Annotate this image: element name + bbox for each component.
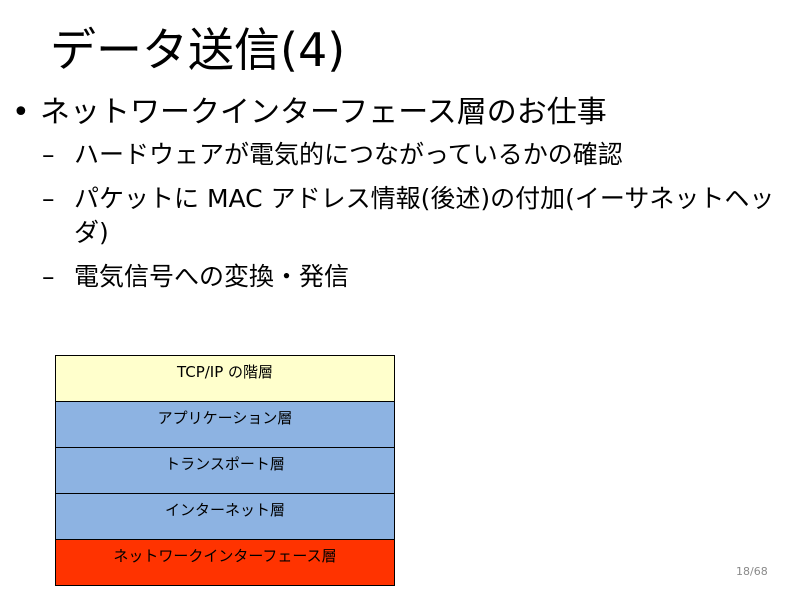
table-row: インターネット層 (55, 493, 395, 540)
layer-cell-network-interface: ネットワークインターフェース層 (55, 539, 395, 586)
layer-cell-transport: トランスポート層 (55, 447, 395, 494)
page-separator: / (750, 565, 754, 578)
tcpip-layer-table: TCP/IP の階層 アプリケーション層 トランスポート層 インターネット層 ネ… (55, 355, 395, 586)
page-number: 18/68 (736, 565, 768, 578)
layer-label: アプリケーション層 (157, 409, 293, 427)
dash-marker: – (42, 262, 55, 291)
table-row: アプリケーション層 (55, 401, 395, 448)
main-bullet: • ネットワークインターフェース層のお仕事 (12, 92, 607, 134)
table-header-text: TCP/IP の階層 (176, 363, 274, 381)
sub-bullet-text: ハードウェアが電気的につながっているかの確認 (74, 140, 623, 169)
table-header-row: TCP/IP の階層 (55, 355, 395, 402)
layer-label: インターネット層 (164, 501, 285, 519)
layer-label: トランスポート層 (165, 455, 285, 473)
layer-cell-application: アプリケーション層 (55, 401, 395, 448)
sub-bullet-text: 電気信号への変換・発信 (74, 262, 350, 291)
layer-label: ネットワークインターフェース層 (113, 547, 337, 565)
slide-title: データ送信(4) (50, 23, 346, 77)
dash-marker: – (42, 184, 55, 213)
dash-marker: – (42, 140, 55, 169)
sub-bullet-item: – ハードウェアが電気的につながっているかの確認 (42, 138, 792, 172)
table-row: ネットワークインターフェース層 (55, 539, 395, 586)
table-header-cell: TCP/IP の階層 (55, 355, 395, 402)
sub-bullet-item: – 電気信号への変換・発信 (42, 260, 792, 294)
page-current: 18 (736, 565, 750, 578)
sub-bullet-item: – パケットに MAC アドレス情報(後述)の付加(イーサネットヘッダ) (42, 182, 792, 250)
page-total: 68 (753, 565, 768, 578)
bullet-dot: • (12, 95, 30, 130)
sub-bullet-list: – ハードウェアが電気的につながっているかの確認 – パケットに MAC アドレ… (42, 138, 792, 304)
main-bullet-text: ネットワークインターフェース層のお仕事 (40, 95, 607, 130)
layer-cell-internet: インターネット層 (55, 493, 395, 540)
table-row: トランスポート層 (55, 447, 395, 494)
sub-bullet-text: パケットに MAC アドレス情報(後述)の付加(イーサネットヘッダ) (74, 184, 775, 247)
